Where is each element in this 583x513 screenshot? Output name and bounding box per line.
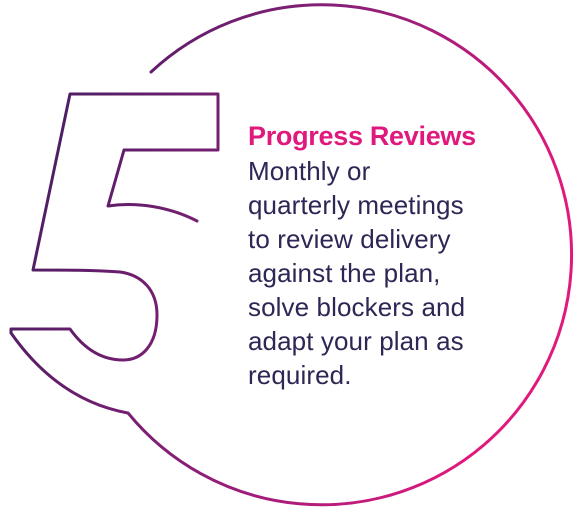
description-line: against the plan, bbox=[248, 258, 441, 288]
description-line: adapt your plan as bbox=[248, 326, 464, 356]
description-line: quarterly meetings bbox=[248, 190, 464, 220]
step-text-block: Progress Reviews Monthly or quarterly me… bbox=[248, 120, 548, 392]
step-description: Monthly or quarterly meetings to review … bbox=[248, 154, 548, 392]
number-five-outline bbox=[9, 3, 574, 507]
description-line: required. bbox=[248, 360, 352, 390]
description-line: to review delivery bbox=[248, 224, 451, 254]
step-title: Progress Reviews bbox=[248, 121, 476, 151]
description-line: Monthly or bbox=[248, 156, 371, 186]
description-line: solve blockers and bbox=[248, 292, 466, 322]
